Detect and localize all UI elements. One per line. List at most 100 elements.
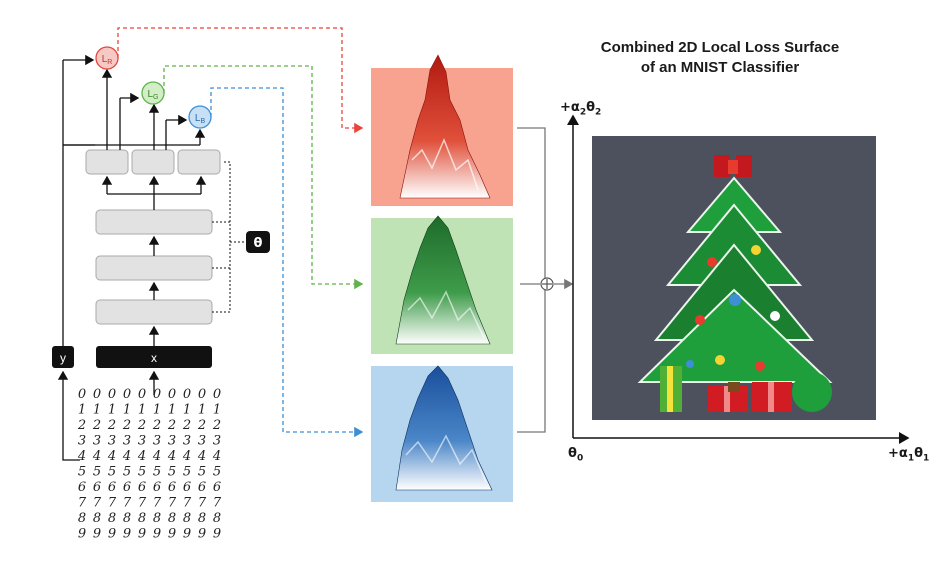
mnist-digit: 8 [213,511,221,526]
loss-r-sub: R [107,59,112,66]
mnist-digit: 0 [153,387,161,402]
mnist-digit: 2 [107,418,116,433]
mnist-digit: 7 [93,496,102,511]
mnist-digit: 2 [137,418,146,433]
mnist-digit: 4 [107,449,116,464]
mnist-digit: 3 [213,434,221,449]
figure-title: Combined 2D Local Loss Surface of an MNI… [560,38,880,78]
x-axis-label: +α1θ1 [888,446,930,464]
mnist-digit: 4 [197,449,206,464]
loss-r-label: L [102,54,108,65]
loss-g-sub: G [153,94,158,101]
mnist-digit: 6 [198,480,206,495]
mnist-digit: 1 [183,403,191,418]
mnist-digit: 5 [183,465,191,480]
mnist-digit: 6 [108,480,116,495]
mnist-digit: 5 [213,465,221,480]
mnist-digit: 3 [108,434,116,449]
mnist-digit: 3 [93,434,101,449]
mnist-digit: 6 [168,480,176,495]
mnist-digit: 6 [153,480,161,495]
mnist-digit: 7 [78,496,87,511]
loss-g-label: L [147,89,153,100]
mnist-digit: 5 [153,465,161,480]
mnist-digit: 1 [198,403,206,418]
mnist-digit: 9 [168,527,176,542]
mnist-digit: 2 [167,418,176,433]
mnist-digit: 2 [77,418,86,433]
loss-heads: LR LG LB [95,46,212,129]
mnist-digit: 3 [138,434,146,449]
mnist-digit: 7 [183,496,192,511]
mnist-digit: 1 [78,403,86,418]
mnist-digit: 6 [183,480,191,495]
input-y-box [52,346,74,368]
svg-text:LB: LB [195,113,206,125]
mnist-digit: 4 [77,449,86,464]
hidden-layer-3 [95,209,213,235]
input-y-label: y [60,351,66,365]
mnist-digit: 7 [138,496,147,511]
mnist-digit: 9 [78,527,86,542]
mnist-digit: 0 [213,387,221,402]
mnist-digit: 1 [123,403,131,418]
loss-surface-blue [371,365,513,502]
mnist-digit: 7 [168,496,177,511]
mnist-digit: 8 [168,511,176,526]
mnist-digit: 8 [123,511,131,526]
mnist-digit: 5 [198,465,206,480]
mnist-digit: 1 [138,403,146,418]
loss-b-label: L [195,113,201,124]
mnist-digit: 8 [153,511,161,526]
mnist-digit: 5 [93,465,101,480]
mnist-digit: 1 [213,403,221,418]
mnist-digit: 5 [138,465,146,480]
mnist-digit: 7 [213,496,222,511]
mnist-digit: 6 [78,480,86,495]
mnist-digit: 0 [183,387,191,402]
mnist-digit: 3 [78,434,86,449]
loss-routes [117,27,364,438]
mnist-digit: 9 [93,527,101,542]
svg-text:LG: LG [147,89,158,101]
mnist-digit: 3 [198,434,206,449]
mnist-digit: 8 [78,511,86,526]
mnist-digit: 2 [152,418,161,433]
mnist-digit: 6 [123,480,131,495]
mnist-digit: 2 [182,418,191,433]
mnist-digit: 7 [123,496,132,511]
mnist-digit: 1 [168,403,176,418]
mnist-digit: 0 [93,387,101,402]
input-x-box [96,346,212,368]
mnist-digit: 9 [198,527,206,542]
svg-text:LR: LR [102,54,113,66]
route-blue [210,87,364,438]
loss-surface-green [371,215,513,354]
y-axis-label: +α2θ2 [560,100,602,118]
mnist-digit: 9 [183,527,191,542]
mnist-digit: 8 [198,511,206,526]
mnist-digit: 2 [92,418,101,433]
mnist-digit: 1 [93,403,101,418]
hidden-layer-2 [95,255,213,281]
mnist-digit: 7 [153,496,162,511]
theta-label: θ [254,236,263,251]
mnist-digit: 0 [168,387,176,402]
theta-box [246,231,270,253]
head-box-r [85,149,129,175]
figure-title-line1: Combined 2D Local Loss Surface [600,39,840,56]
mnist-digit: 4 [152,449,161,464]
hidden-layer-1 [95,299,213,325]
mnist-digit: 9 [123,527,131,542]
mnist-digit: 1 [108,403,116,418]
mnist-digit: 6 [93,480,101,495]
mnist-digit: 8 [183,511,191,526]
mnist-digit: 6 [138,480,146,495]
mnist-digit: 9 [108,527,116,542]
figure-title-line2: of an MNIST Classifier [640,59,800,76]
mnist-digit: 2 [122,418,131,433]
mnist-digit: 8 [93,511,101,526]
mnist-digit: 0 [78,387,86,402]
mnist-digit: 9 [153,527,161,542]
